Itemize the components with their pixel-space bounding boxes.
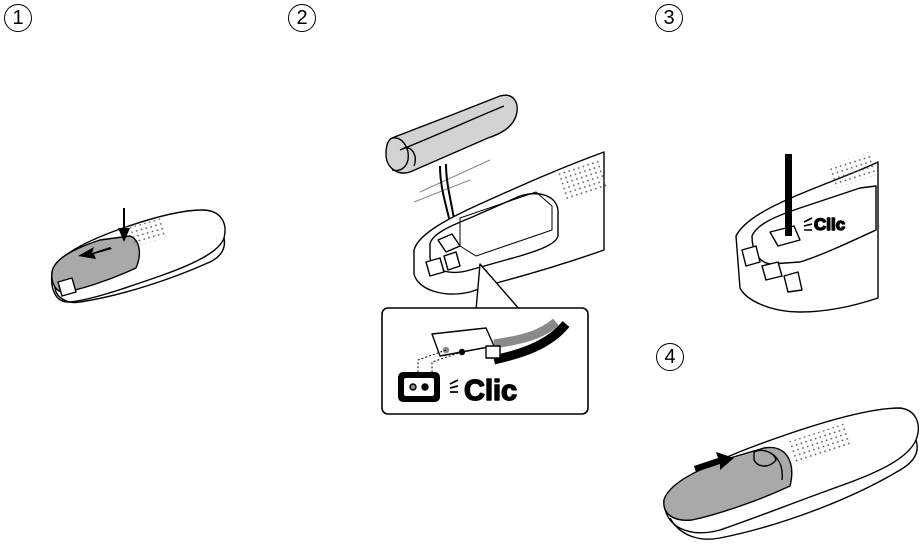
step-2-battery-pack (386, 95, 517, 173)
step-1-connector (58, 278, 76, 296)
step-2-motion-line (420, 160, 490, 192)
step-2-illustration: Clic (382, 95, 607, 414)
step-3-illustration: Clic (736, 151, 879, 312)
step-4-illustration (664, 408, 918, 539)
step-3-screwdriver (785, 154, 792, 236)
step-3-clic-label: Clic (814, 215, 845, 234)
step-2-plug-tab (486, 346, 500, 358)
step-1-illustration (52, 208, 225, 303)
step-2-clic-label: Clic (464, 375, 517, 407)
